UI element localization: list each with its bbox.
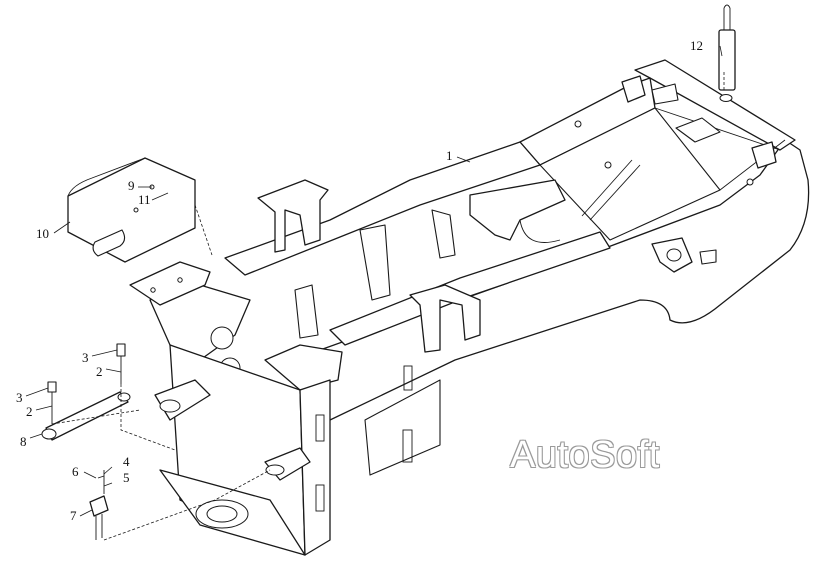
main-frame — [129, 59, 810, 556]
side-window-cutout — [364, 379, 441, 476]
autosoft-watermark: AutoSoft — [510, 434, 660, 476]
link-rod — [41, 391, 131, 441]
frame-mid-bracket — [409, 284, 481, 353]
callout-11: 11 — [138, 192, 151, 207]
callout-10: 10 — [36, 226, 49, 241]
callout-labels: 1 12 9 11 10 3 2 3 2 8 4 6 5 7 — [16, 38, 703, 523]
rear-cover-plate — [675, 117, 721, 143]
callout-4: 4 — [123, 454, 130, 469]
frame-left-rail — [224, 141, 541, 276]
callout-2-upper: 2 — [96, 364, 103, 379]
callout-12: 12 — [690, 38, 703, 53]
callout-9: 9 — [128, 178, 135, 193]
callout-3-upper: 3 — [82, 350, 89, 365]
callout-5: 5 — [123, 470, 130, 485]
callout-7: 7 — [70, 508, 77, 523]
frame-center-crossmember — [469, 179, 566, 241]
guard-slot — [92, 229, 126, 257]
rear-pin-bracket-left — [621, 75, 646, 103]
frame-right-rail — [329, 231, 611, 346]
guard-cover-plate — [67, 157, 196, 263]
callout-1: 1 — [446, 148, 453, 163]
rear-pin-bracket-right — [751, 141, 777, 169]
callout-3-lower: 3 — [16, 390, 23, 405]
frame-right-side-wall — [319, 139, 810, 421]
front-mount-plate-right — [264, 344, 343, 391]
callout-6: 6 — [72, 464, 79, 479]
hanger-bolt — [718, 4, 736, 102]
frame-inner-gusset-3 — [294, 284, 319, 339]
callout-2-lower: 2 — [26, 404, 33, 419]
callout-8: 8 — [20, 434, 27, 449]
frame-rear-top-rim — [634, 59, 796, 151]
frame-inner-gusset-1 — [359, 224, 391, 301]
frame-inner-gusset-2 — [431, 209, 456, 259]
leader-lines — [25, 45, 725, 541]
cab-mount-bracket — [257, 179, 329, 253]
hardware-pins — [47, 343, 126, 540]
front-mount-plate-left — [129, 261, 211, 306]
front-right-side-plate — [299, 379, 331, 556]
